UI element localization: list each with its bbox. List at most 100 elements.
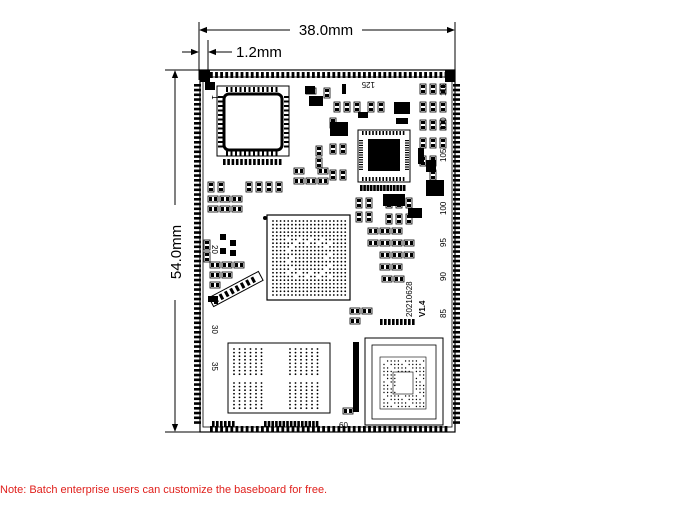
component-outline (315, 145, 323, 157)
bga-ball (238, 366, 241, 368)
bga-ball (306, 264, 309, 267)
component-outline (209, 271, 221, 279)
chip-pin (399, 177, 401, 181)
bga-ball (298, 264, 301, 267)
edge-pad (194, 312, 201, 315)
bga-ball (279, 279, 282, 282)
bga-ball (255, 348, 257, 350)
bga-ball (336, 227, 339, 230)
bga-ball (317, 257, 320, 259)
bga-ball (321, 234, 324, 237)
bga-ball (316, 400, 319, 402)
pin-number-35: 35 (210, 362, 219, 371)
bga-ball (329, 249, 331, 252)
edge-pad (453, 388, 460, 391)
edge-pad (194, 174, 201, 177)
bga-ball (325, 271, 328, 274)
component-outline (203, 239, 211, 251)
chip-pin (257, 87, 260, 92)
component-body (408, 208, 422, 218)
bga-ball (283, 290, 286, 293)
component-outline (419, 83, 427, 95)
edge-pad (194, 207, 201, 211)
bga-ball (289, 362, 291, 365)
bga-ball (298, 242, 301, 245)
bga-ball (279, 242, 282, 245)
bga-ball (329, 234, 331, 237)
bga-ball (325, 231, 328, 234)
bga-ball (329, 231, 331, 234)
bga-ball (317, 290, 320, 293)
bga-ball (306, 290, 309, 293)
bga-ball (340, 264, 343, 267)
bga-ball (291, 283, 293, 285)
component-pad (267, 183, 271, 186)
bga-ball (260, 369, 263, 372)
component-pad (317, 159, 321, 162)
pin-number-110: 110 (439, 117, 448, 130)
component-outline (317, 177, 329, 185)
bga-ball (415, 370, 418, 373)
edge-pad (194, 160, 201, 163)
bga-ball (313, 257, 316, 259)
chip-pin (226, 151, 228, 156)
edge-pad (414, 72, 417, 78)
bga-ball (317, 246, 320, 248)
edge-pad (194, 240, 201, 244)
bga-ball (289, 366, 291, 368)
bga-ball (311, 369, 313, 372)
chip-pin (405, 144, 409, 146)
edge-pad (453, 416, 460, 420)
bga-ball (238, 400, 241, 402)
bga-ball (325, 275, 328, 278)
bga-ball (419, 381, 421, 383)
edge-pad (194, 331, 201, 334)
bga-ball (332, 223, 335, 226)
bga-ball (321, 268, 324, 270)
bga-ball (310, 231, 312, 234)
bga-ball (289, 389, 291, 392)
component-pad (212, 421, 215, 427)
edge-pad (453, 278, 460, 282)
edge-pad (194, 179, 201, 182)
bga-ball (317, 253, 320, 256)
bga-ball (316, 373, 319, 376)
bga-ball (340, 268, 343, 270)
edge-pad (194, 274, 201, 277)
bga-ball (325, 253, 328, 256)
bga-ball (283, 279, 286, 282)
bga-ball (283, 268, 286, 270)
bga-ball (291, 242, 293, 245)
edge-pad (453, 98, 460, 101)
bga-ball (340, 257, 343, 259)
edge-pad (194, 416, 201, 420)
component-outline (209, 261, 221, 269)
edge-pad (453, 331, 460, 334)
bga-ball (332, 260, 335, 263)
component-outline (293, 177, 305, 185)
bga-ball (255, 385, 257, 388)
chip-pin (359, 156, 363, 158)
component-pad (431, 90, 435, 93)
edge-pad (453, 198, 460, 201)
bga-ball (298, 290, 301, 293)
edge-pad (230, 426, 234, 432)
bga-ball (419, 367, 421, 369)
bga-ball (306, 268, 309, 270)
bga-ball (283, 227, 286, 230)
edge-pad (255, 426, 259, 432)
edge-pad (453, 350, 460, 353)
bga-ball (386, 395, 389, 397)
bga-ball (321, 249, 324, 252)
bga-ball (287, 246, 290, 248)
edge-pad (453, 335, 460, 339)
chip-pin (402, 177, 405, 181)
component-pad (247, 183, 251, 186)
component-body (214, 300, 218, 304)
component-body (220, 248, 226, 254)
chip-pin (239, 151, 242, 156)
bga-ball (249, 351, 252, 354)
component-outline (395, 213, 403, 225)
bga-ball (329, 290, 331, 293)
edge-pad (378, 426, 382, 432)
